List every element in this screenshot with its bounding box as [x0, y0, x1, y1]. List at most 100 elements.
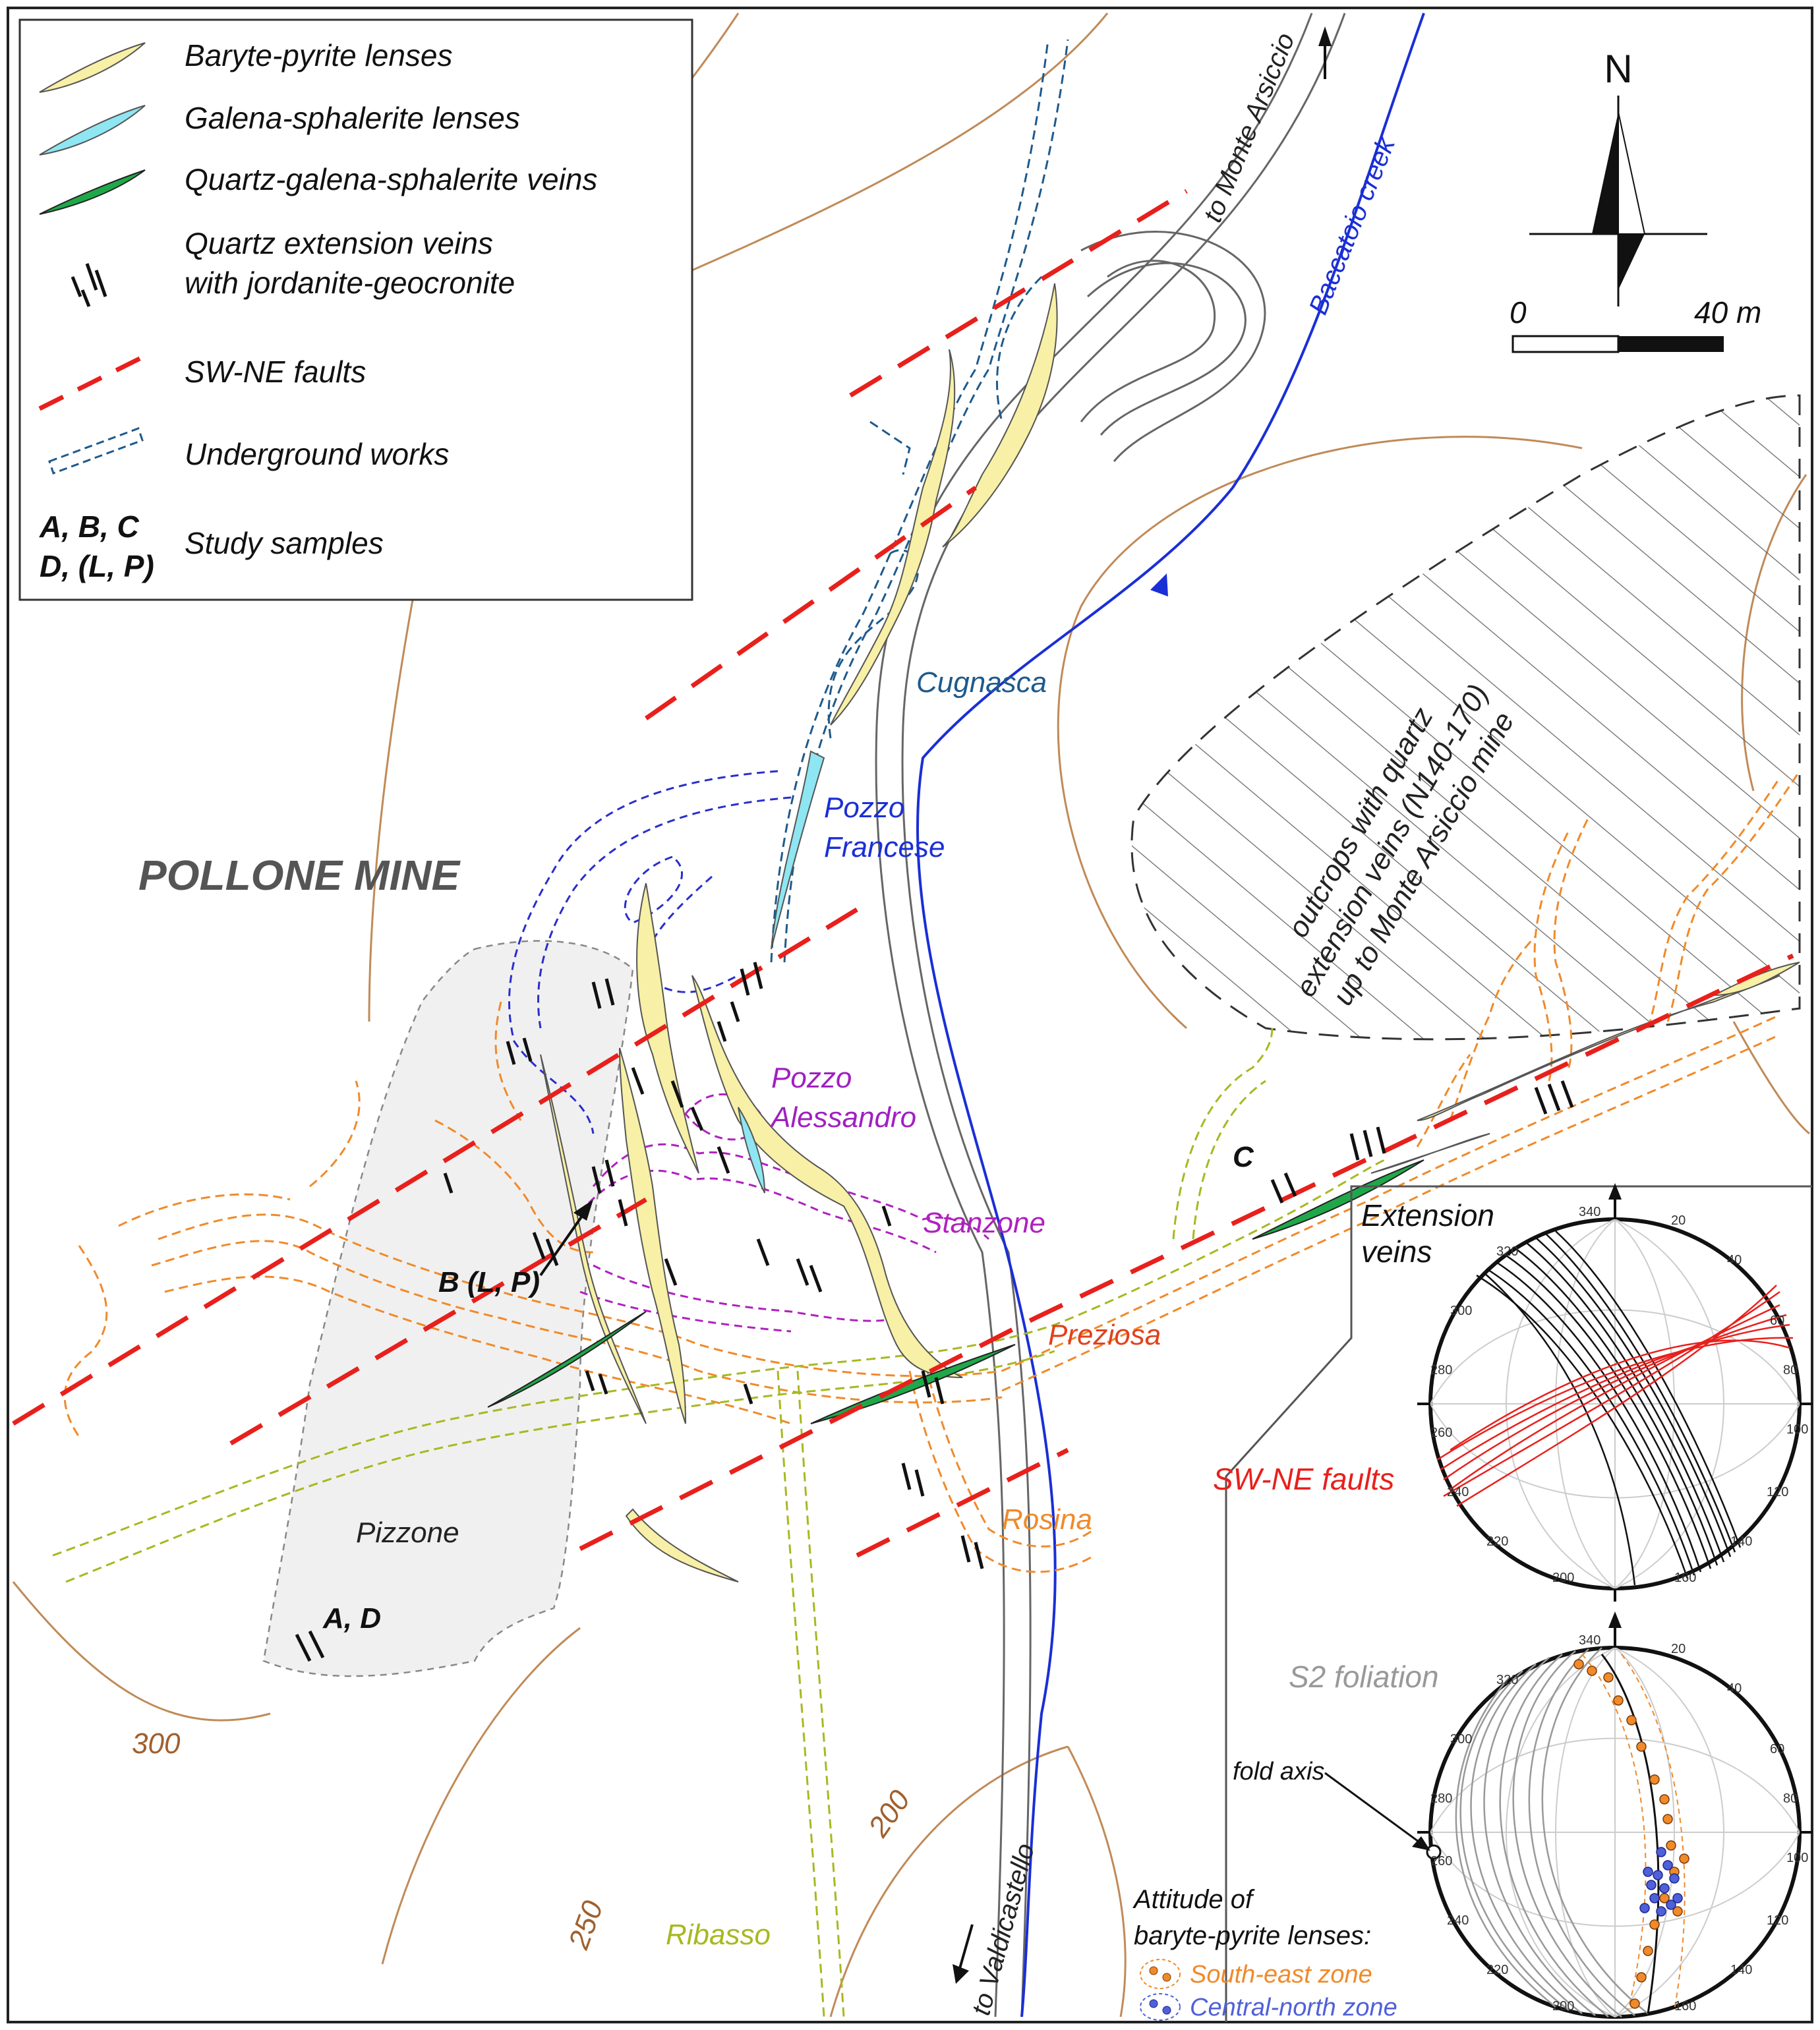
fold-axis-arrowhead: [1412, 1836, 1430, 1851]
quartz-extension-veins: [295, 962, 1574, 1662]
label-pozzo-francese-2: Francese: [824, 831, 945, 863]
top-tick-220: 220: [1486, 1534, 1508, 1549]
monte-arsiccio-arrowhead: [1318, 26, 1332, 46]
top-tick-40: 40: [1727, 1253, 1742, 1267]
bottom-tick-120: 120: [1767, 1913, 1788, 1928]
fold-axis-label: fold axis: [1233, 1758, 1324, 1785]
top-tick-100: 100: [1786, 1422, 1808, 1437]
stereonet-top-title-1: Extension: [1361, 1198, 1494, 1232]
baccatoio-creek-line: [916, 13, 1425, 2017]
scale-start: 0: [1510, 295, 1527, 330]
label-pozzo-francese-1: Pozzo: [824, 792, 904, 824]
galena-sphalerite-lenses: [738, 750, 825, 1194]
legend-faults-symbol: [38, 353, 146, 411]
underground-works-ribasso: [52, 1028, 1385, 2017]
legend-faults-label: SW-NE faults: [185, 355, 366, 389]
legend-ext-veins-label-2: with jordanite-geocronite: [185, 266, 515, 300]
valdicastello-arrowhead: [953, 1964, 969, 1984]
stereonet-bottom-se-points: [1573, 1659, 1689, 2009]
top-tick-160: 160: [1674, 1571, 1696, 1585]
stereonet-top-title-2: veins: [1361, 1234, 1432, 1269]
sample-b-arrowhead: [573, 1200, 593, 1221]
label-ribasso: Ribasso: [666, 1919, 771, 1951]
south-arrow-black: [1618, 234, 1645, 290]
bottom-tick-280: 280: [1430, 1791, 1452, 1806]
attitude-label-2: baryte-pyrite lenses:: [1134, 1921, 1371, 1950]
label-sample-c: C: [1233, 1141, 1254, 1173]
legend-samples-symbol-1: A, B, C: [39, 509, 140, 544]
label-pizzone: Pizzone: [356, 1517, 459, 1549]
legend-cn-label: Central-north zone: [1190, 1994, 1397, 2021]
stereonet-bottom-cn-points: [1639, 1847, 1683, 1917]
top-tick-340: 340: [1579, 1205, 1600, 1219]
bottom-tick-320: 320: [1496, 1673, 1518, 1687]
stereonet-top: 340 20 40 60 80 100 120 140 160 200 220 …: [1213, 1183, 1813, 1602]
top-tick-80: 80: [1783, 1363, 1798, 1378]
stereonet-bottom-title: S2 foliation: [1289, 1660, 1439, 1694]
compass: N 0 40 m: [1510, 47, 1761, 353]
stereonet-bottom-foliation: [1455, 1647, 1649, 2017]
stereonet-top-north-arrow: [1608, 1183, 1622, 1200]
bottom-tick-160: 160: [1674, 1999, 1696, 2014]
stereonet-bottom-se-envelope: [1581, 1654, 1686, 2011]
legend-works-symbol: [48, 427, 144, 475]
top-tick-260: 260: [1430, 1426, 1452, 1440]
stereonet-top-ticks: 340 20 40 60 80 100 120 140 160 200 220 …: [1430, 1205, 1808, 1585]
legend: Baryte-pyrite lenses Galena-sphalerite l…: [18, 18, 693, 601]
bottom-tick-20: 20: [1671, 1642, 1686, 1656]
legend-ext-veins-label: Quartz extension veins: [185, 226, 493, 260]
underground-works-pozzo-francese: [508, 770, 792, 1134]
scale-end: 40 m: [1694, 295, 1761, 330]
label-sample-blp: B (L, P): [438, 1266, 540, 1298]
legend-galena-symbol: [39, 105, 146, 156]
bottom-tick-80: 80: [1783, 1791, 1798, 1806]
stereonet-top-grid: [1430, 1219, 1800, 1589]
bottom-tick-240: 240: [1447, 1913, 1469, 1928]
label-cugnasca: Cugnasca: [916, 666, 1047, 699]
legend-baryte-label: Baryte-pyrite lenses: [185, 38, 453, 72]
stereonet-bottom-north-arrow: [1608, 1611, 1622, 1628]
top-tick-320: 320: [1496, 1244, 1518, 1259]
legend-quartz-veins-symbol: [39, 169, 146, 215]
legend-se-dot-2: [1162, 1973, 1171, 1982]
legend-samples-label: Study samples: [185, 526, 384, 560]
bottom-tick-300: 300: [1450, 1732, 1472, 1747]
stereonet-top-faults-label: SW-NE faults: [1213, 1462, 1394, 1496]
top-tick-60: 60: [1770, 1314, 1784, 1328]
legend-ext-veins-symbol: [71, 263, 107, 307]
stereonet-bottom-ticks: 340 20 40 60 80 100 120 140 160 200 220 …: [1430, 1633, 1808, 2014]
top-tick-240: 240: [1447, 1485, 1469, 1499]
bottom-tick-60: 60: [1770, 1742, 1784, 1756]
outcrops-hatched-area: [1130, 394, 1801, 1041]
stereonet-bottom-great-circle: [1600, 1654, 1660, 2014]
label-stanzone: Stanzone: [923, 1207, 1045, 1239]
pizzone-area: [262, 940, 634, 1677]
top-tick-300: 300: [1450, 1304, 1472, 1318]
bottom-tick-100: 100: [1786, 1851, 1808, 1865]
baryte-pyrite-lenses: [540, 283, 1800, 1582]
bottom-tick-220: 220: [1486, 1963, 1508, 1977]
legend-cn-dot-1: [1149, 1999, 1158, 2008]
stereonet-panel-border: [1225, 1185, 1812, 2022]
label-pozzo-alessandro-1: Pozzo: [771, 1062, 852, 1094]
label-sample-ad: A, D: [322, 1602, 381, 1635]
legend-baryte-symbol: [39, 42, 146, 93]
legend-cn-symbol: [1140, 1993, 1181, 2021]
top-tick-20: 20: [1671, 1213, 1686, 1228]
quartz-galena-sphalerite-veins: [487, 1159, 1424, 1424]
top-tick-120: 120: [1767, 1485, 1788, 1499]
north-arrow-black: [1592, 112, 1618, 234]
top-tick-140: 140: [1730, 1534, 1752, 1549]
north-arrow-white: [1618, 111, 1646, 235]
bottom-tick-40: 40: [1727, 1681, 1742, 1696]
bottom-tick-140: 140: [1730, 1963, 1752, 1977]
legend-se-symbol: [1140, 1959, 1181, 1989]
bottom-tick-340: 340: [1579, 1633, 1600, 1648]
north-label: N: [1604, 47, 1632, 91]
stereonet-top-faults: [1436, 1285, 1794, 1507]
sample-b-arrow: [539, 1208, 588, 1277]
label-contour-300: 300: [132, 1727, 181, 1760]
top-tick-200: 200: [1552, 1571, 1574, 1585]
attitude-label-1: Attitude of: [1132, 1885, 1255, 1914]
legend-galena-label: Galena-sphalerite lenses: [185, 101, 520, 135]
